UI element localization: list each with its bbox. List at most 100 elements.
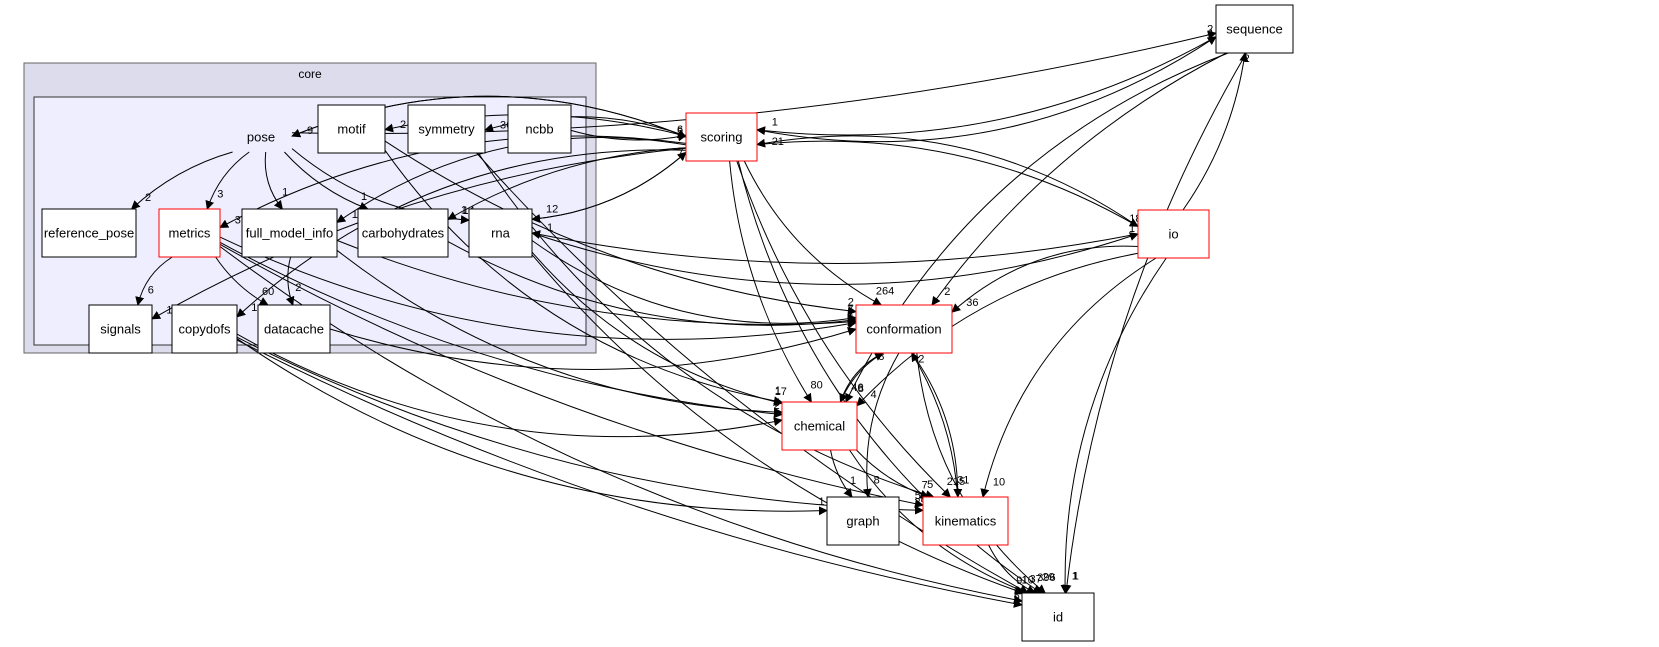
node-box[interactable] [922,496,1009,546]
edge-label[interactable]: 8 [878,351,884,363]
edge-label[interactable]: 6 [1014,585,1020,597]
edge-sequence-to-conformation[interactable] [931,52,1227,306]
edge-scoring-to-signals[interactable] [151,147,687,320]
edge-label[interactable]: 6 [677,124,683,136]
edge-conformation-to-id[interactable] [916,352,1046,594]
edge-label[interactable]: 2 [774,400,780,412]
edge-copydofs-to-graph[interactable] [236,338,828,516]
node-signals[interactable]: signals [88,304,153,354]
edge-label[interactable]: 5 [915,490,921,502]
node-box[interactable] [241,208,338,258]
node-box[interactable] [826,496,900,546]
edge-label[interactable]: 1 [773,407,779,419]
edge-label[interactable]: 1 [819,496,825,508]
edge-label[interactable]: 1 [1073,571,1079,583]
edge-scoring-to-rna[interactable] [531,152,687,223]
edge-label[interactable]: 8 [874,474,880,486]
edge-metrics-to-datacache[interactable] [215,256,269,306]
edge-label[interactable]: 1 [847,309,853,321]
node-box[interactable] [158,208,221,258]
edge-label[interactable]: 5 [847,318,853,330]
edge-rna-to-chemical[interactable] [531,251,783,406]
edge-io-to-scoring[interactable] [756,135,1139,227]
node-box[interactable] [507,104,572,154]
edge-ncbb-to-scoring[interactable] [570,129,687,142]
edge-label[interactable]: 2 [145,192,151,204]
edge-io-to-conformation[interactable] [951,245,1139,313]
edge-rna-to-io[interactable] [531,232,1139,285]
edge-label[interactable]: 10 [1022,575,1034,587]
node-box[interactable] [1021,592,1095,642]
edge-label[interactable]: 2 [918,353,924,365]
edge-label[interactable]: 1 [361,191,367,203]
node-box[interactable] [357,208,449,258]
edge-motif-to-chemical[interactable] [384,150,783,406]
edge-scoring-to-carbohydrates[interactable] [447,147,687,220]
edge-scoring-to-copydofs[interactable] [236,149,687,318]
edge-copydofs-to-id[interactable] [236,339,1023,608]
edge-label[interactable]: 1 [1129,223,1135,235]
node-motif[interactable]: motif [317,104,386,154]
node-box[interactable] [171,304,238,354]
node-copydofs[interactable]: copydofs [171,304,238,354]
edge-scoring-to-conformation[interactable] [743,160,882,306]
edge-label[interactable]: 1 [461,205,467,217]
node-id[interactable]: id [1021,592,1095,642]
node-box[interactable] [317,104,386,154]
edge-scoring-to-io[interactable] [756,140,1139,227]
edge-scoring-to-sequence[interactable] [756,36,1217,143]
edge-label[interactable]: 2 [1207,23,1213,35]
edge-label[interactable]: 10 [993,476,1005,488]
node-box[interactable] [257,304,331,354]
node-pose-label[interactable]: pose [247,130,275,145]
edge-label[interactable]: 1 [847,307,853,319]
edge-rna-to-conformation[interactable] [531,240,857,324]
node-box[interactable] [88,304,153,354]
node-symmetry[interactable]: symmetry [407,104,486,154]
node-ncbb[interactable]: ncbb [507,104,572,154]
edge-io-to-rna[interactable] [531,230,1139,264]
edge-label[interactable]: 4 [1207,28,1213,40]
edge-kinematics-to-id[interactable] [988,544,1036,594]
node-full-model-info[interactable]: full_model_info [241,208,338,258]
edge-label[interactable]: 3 [235,214,241,226]
edge-chemical-to-conformation[interactable] [839,352,884,403]
edge-io-to-sequence[interactable] [1182,52,1249,211]
edge-label[interactable]: 4 [871,389,877,401]
edge-label[interactable]: 7 [847,304,853,316]
edge-label[interactable]: 1 [282,187,288,199]
edge-pose-to-carbohydrates[interactable] [284,151,369,211]
node-box[interactable] [1215,4,1294,54]
node-conformation[interactable]: conformation [855,304,953,354]
edge-datacache-to-conformation[interactable] [329,327,857,370]
edge-label[interactable]: 6 [148,284,154,296]
node-reference-pose[interactable]: reference_pose [41,208,137,258]
edge-conformation-to-graph[interactable] [862,352,900,498]
edge-label[interactable]: 29 [1043,571,1055,583]
edge-label[interactable]: 3 [217,188,223,200]
edge-label[interactable]: 2 [295,282,301,294]
edge-label[interactable]: 215 [947,476,965,488]
node-carbohydrates[interactable]: carbohydrates [357,208,449,258]
edge-copydofs-to-chemical[interactable] [236,333,783,438]
edge-label[interactable]: 17 [775,386,787,398]
edge-label[interactable]: 46 [851,382,863,394]
edge-label[interactable]: 60 [262,286,274,298]
edge-label[interactable]: 264 [876,285,894,297]
node-io[interactable]: io [1137,209,1210,259]
node-box[interactable] [855,304,953,354]
edge-label[interactable]: 36 [966,297,978,309]
edge-rna-to-id[interactable] [531,254,1025,595]
node-metrics[interactable]: metrics [158,208,221,258]
node-scoring[interactable]: scoring [685,112,758,162]
node-box[interactable] [685,112,758,162]
edge-label[interactable]: 7 [847,310,853,322]
edge-label[interactable]: 2 [944,286,950,298]
edge-carbohydrates-to-conformation[interactable] [447,241,857,326]
node-datacache[interactable]: datacache [257,304,331,354]
edge-label[interactable]: 2 [848,297,854,309]
edge-full-model-info-to-chemical[interactable] [336,249,783,417]
node-box[interactable] [468,208,533,258]
edge-metrics-to-kinematics[interactable] [219,243,924,509]
node-box[interactable] [41,208,137,258]
